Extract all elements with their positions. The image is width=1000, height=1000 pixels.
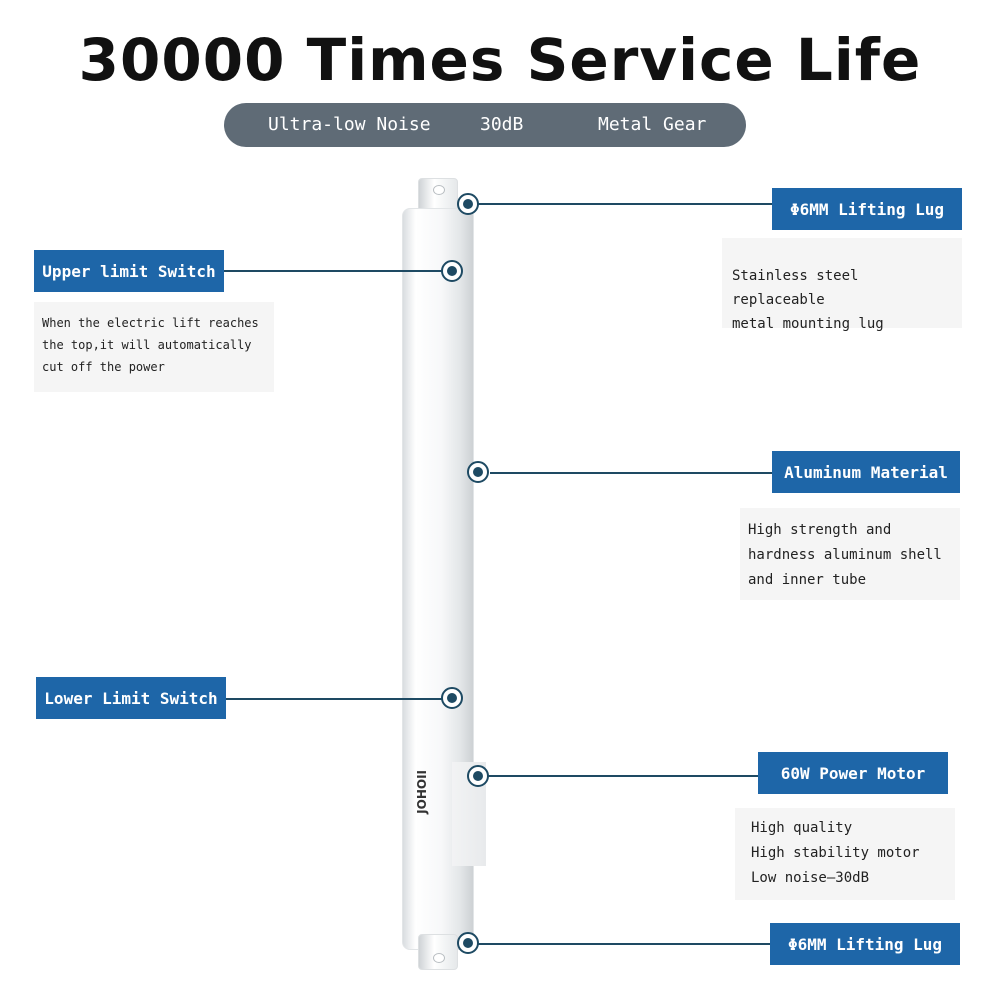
desc-upper-switch: When the electric lift reaches the top,i…: [34, 302, 274, 392]
brand-label: JOHOII: [415, 770, 429, 814]
callout-dot-bottom-lug: [457, 932, 479, 954]
banner-noise: Ultra-low Noise: [268, 114, 431, 135]
tag-upper-switch: Upper limit Switch: [34, 250, 224, 292]
desc-top-lug: Stainless steel replaceable metal mounti…: [722, 238, 962, 332]
connector-line-lower-switch: [224, 698, 442, 700]
callout-dot-motor: [467, 765, 489, 787]
callout-dot-top-lug: [457, 193, 479, 215]
tag-bottom-lug: Φ6MM Lifting Lug: [770, 923, 960, 965]
connector-line-top-lug: [478, 203, 772, 205]
bottom-lug: [418, 934, 458, 970]
tag-lower-switch: Lower Limit Switch: [36, 677, 226, 719]
connector-line-upper-switch: [222, 270, 442, 272]
connector-line-bottom-lug: [478, 943, 772, 945]
page-title: 30000 Times Service Life: [78, 26, 922, 94]
top-lug-hole: [433, 185, 445, 195]
callout-dot-upper-switch: [441, 260, 463, 282]
bottom-lug-hole: [433, 953, 445, 963]
callout-dot-aluminum: [467, 461, 489, 483]
callout-dot-lower-switch: [441, 687, 463, 709]
desc-motor: High quality High stability motor Low no…: [735, 808, 955, 900]
connector-line-aluminum: [490, 472, 774, 474]
banner-gear: Metal Gear: [598, 114, 707, 135]
tag-motor: 60W Power Motor: [758, 752, 948, 794]
feature-banner: Ultra-low Noise 30dB Metal Gear: [224, 103, 746, 147]
desc-aluminum: High strength and hardness aluminum shel…: [740, 508, 960, 600]
connector-line-motor: [488, 775, 760, 777]
tag-aluminum: Aluminum Material: [772, 451, 960, 493]
tag-top-lug: Φ6MM Lifting Lug: [772, 188, 962, 230]
banner-db: 30dB: [480, 114, 524, 135]
